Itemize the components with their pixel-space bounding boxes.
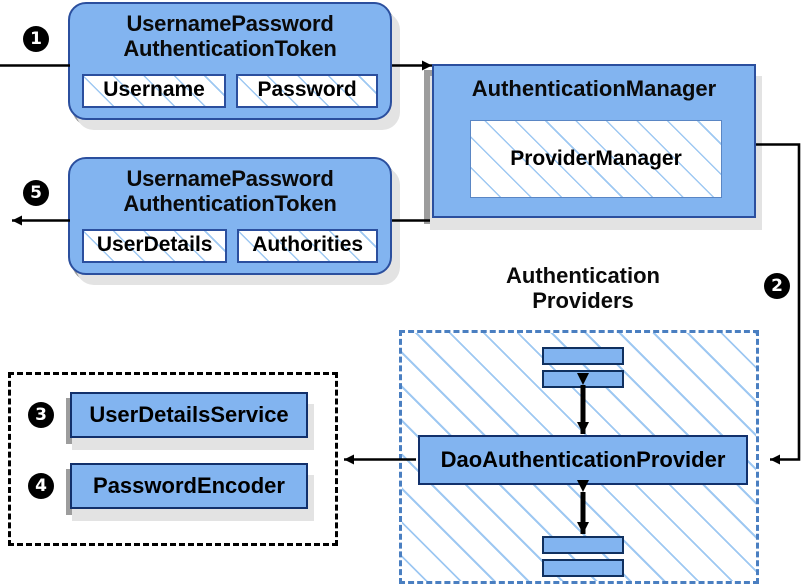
authentication-providers-caption-line1: Authentication bbox=[506, 263, 660, 288]
passwordencoder-box[interactable]: PasswordEncoder bbox=[70, 463, 308, 509]
response-token-title-line1: UsernamePassword bbox=[126, 166, 334, 191]
step-marker-5: 5 bbox=[23, 180, 49, 206]
userdetails-field-box[interactable]: UserDetails bbox=[82, 229, 228, 263]
hatch-pattern-icon bbox=[84, 76, 225, 106]
userdetailsservice-label: UserDetailsService bbox=[89, 402, 289, 427]
dao-authentication-provider-label: DaoAuthenticationProvider bbox=[440, 447, 726, 472]
password-field-label: Password bbox=[257, 78, 357, 101]
userdetails-field-label: UserDetails bbox=[96, 233, 213, 256]
username-field-label: Username bbox=[103, 78, 205, 101]
response-token-card[interactable]: UsernamePassword AuthenticationToken Use… bbox=[68, 157, 392, 275]
hatch-pattern-icon bbox=[471, 121, 721, 197]
authorities-field-box[interactable]: Authorities bbox=[237, 229, 378, 263]
authentication-providers-caption: Authentication Providers bbox=[466, 263, 700, 313]
dao-authentication-provider-box[interactable]: DaoAuthenticationProvider bbox=[418, 435, 748, 485]
response-token-title-line2: AuthenticationToken bbox=[123, 190, 337, 216]
response-token-fields: UserDetails Authorities bbox=[82, 229, 378, 263]
request-token-title: UsernamePassword AuthenticationToken bbox=[70, 4, 390, 61]
authentication-providers-caption-line2: Providers bbox=[532, 287, 634, 313]
userdetailsservice-box[interactable]: UserDetailsService bbox=[70, 392, 308, 438]
hatch-pattern-icon bbox=[238, 76, 376, 106]
hatch-pattern-icon bbox=[84, 231, 226, 261]
password-field-box[interactable]: Password bbox=[236, 74, 378, 108]
authorities-field-label: Authorities bbox=[252, 233, 364, 256]
hatch-pattern-icon bbox=[239, 231, 376, 261]
authentication-manager-card[interactable]: AuthenticationManager ProviderManager bbox=[432, 64, 756, 218]
dependencies-group-container bbox=[8, 372, 338, 546]
provider-stub-top-bar-1[interactable] bbox=[542, 347, 624, 365]
step-marker-3: 3 bbox=[28, 402, 54, 428]
provider-stub-bottom-bar-1[interactable] bbox=[542, 536, 624, 554]
provider-manager-label: ProviderManager bbox=[510, 147, 682, 170]
wire-manager-to-provider bbox=[756, 143, 801, 465]
step-marker-4: 4 bbox=[28, 473, 54, 499]
request-token-title-line2: AuthenticationToken bbox=[123, 35, 337, 61]
request-token-fields: Username Password bbox=[82, 74, 378, 108]
request-token-card[interactable]: UsernamePassword AuthenticationToken Use… bbox=[68, 2, 392, 120]
response-token-title: UsernamePassword AuthenticationToken bbox=[70, 159, 390, 216]
request-token-title-line1: UsernamePassword bbox=[126, 11, 334, 36]
passwordencoder-label: PasswordEncoder bbox=[93, 473, 285, 498]
provider-manager-box[interactable]: ProviderManager bbox=[470, 120, 722, 198]
username-field-box[interactable]: Username bbox=[82, 74, 227, 108]
provider-stub-top-bar-2[interactable] bbox=[542, 370, 624, 388]
step-marker-1: 1 bbox=[23, 26, 49, 52]
step-marker-2: 2 bbox=[764, 273, 790, 299]
authentication-manager-title: AuthenticationManager bbox=[471, 76, 717, 101]
provider-stub-bottom-bar-2[interactable] bbox=[542, 559, 624, 577]
